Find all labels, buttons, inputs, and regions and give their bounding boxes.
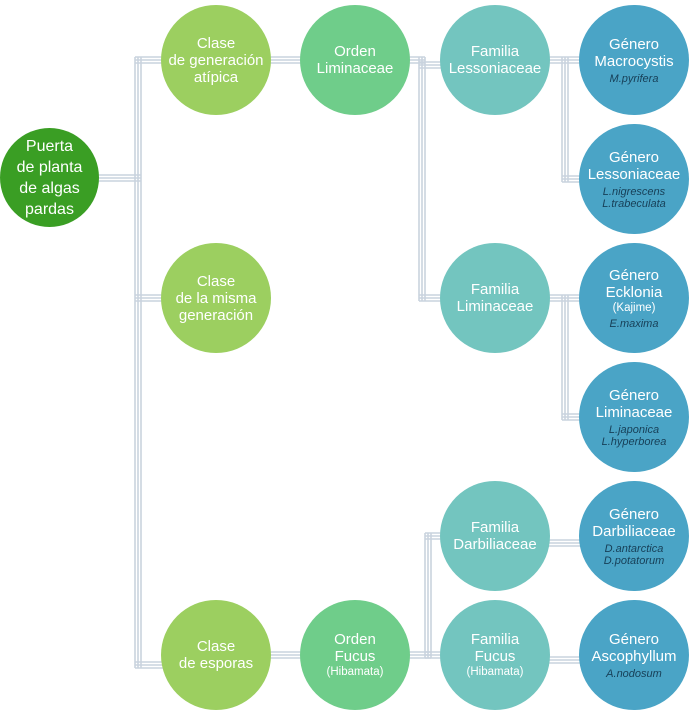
node-label: Género Darbiliaceae (592, 505, 676, 540)
node-clase-misma-generacion: Clase de la misma generación (161, 243, 271, 353)
connector-line (424, 533, 432, 658)
node-orden-liminaceae: Orden Liminaceae (300, 5, 410, 115)
connector-line (561, 57, 569, 182)
node-species: L.japonica L.hyperborea (601, 423, 667, 448)
node-label: Familia Liminaceae (456, 281, 534, 315)
node-label: Clase de generación atípica (168, 34, 264, 86)
node-sublabel: (Kajime) (612, 301, 656, 314)
connector-line (134, 57, 142, 668)
node-sublabel: (Hibamata) (466, 666, 524, 678)
connector-line (547, 656, 584, 664)
node-label: Orden Liminaceae (316, 43, 394, 77)
node-species: L.nigrescens L.trabeculata (602, 185, 666, 210)
node-clase-esporas: Clase de esporas (161, 600, 271, 710)
node-familia-darbiliaceae: Familia Darbiliaceae (440, 481, 550, 591)
node-species: D.antarctica D.potatorum (603, 542, 665, 567)
node-clase-atipica: Clase de generación atípica (161, 5, 271, 115)
node-genero-liminaceae: Género Liminaceae L.japonica L.hyperbore… (579, 362, 689, 472)
node-species: E.maxima (609, 317, 659, 330)
node-label: Género Macrocystis (594, 35, 674, 70)
node-label: Familia Lessoniaceae (448, 43, 542, 77)
node-familia-lessoniaceae: Familia Lessoniaceae (440, 5, 550, 115)
node-label: Puerta de planta de algas pardas (16, 137, 83, 218)
node-genero-ascophyllum: Género Ascophyllum A.nodosum (579, 600, 689, 710)
node-sublabel: (Hibamata) (326, 666, 384, 678)
connector-line (547, 539, 584, 547)
node-label: Familia Fucus (470, 631, 520, 665)
node-label: Género Ecklonia (605, 266, 663, 301)
node-label: Clase de esporas (178, 638, 254, 672)
node-familia-fucus: Familia Fucus (Hibamata) (440, 600, 550, 710)
connector-line (268, 651, 305, 659)
connector-line (418, 57, 426, 301)
node-orden-fucus: Orden Fucus (Hibamata) (300, 600, 410, 710)
node-label: Género Ascophyllum (591, 630, 677, 665)
connector-line (268, 56, 305, 64)
node-label: Género Lessoniaceae (587, 148, 681, 183)
connector-line (561, 295, 569, 420)
node-species: M.pyrifera (609, 72, 659, 85)
node-label: Clase de la misma generación (175, 272, 257, 324)
node-genero-darbiliaceae: Género Darbiliaceae D.antarctica D.potat… (579, 481, 689, 591)
node-label: Familia Darbiliaceae (453, 519, 537, 553)
node-familia-liminaceae: Familia Liminaceae (440, 243, 550, 353)
node-label: Orden Fucus (334, 631, 376, 665)
connector-line (96, 174, 141, 182)
node-label: Género Liminaceae (595, 386, 673, 421)
node-genero-ecklonia: Género Ecklonia (Kajime) E.maxima (579, 243, 689, 353)
node-genero-macrocystis: Género Macrocystis M.pyrifera (579, 5, 689, 115)
node-genero-lessoniaceae: Género Lessoniaceae L.nigrescens L.trabe… (579, 124, 689, 234)
node-root-phylum: Puerta de planta de algas pardas (0, 128, 99, 227)
node-species: A.nodosum (606, 667, 662, 680)
